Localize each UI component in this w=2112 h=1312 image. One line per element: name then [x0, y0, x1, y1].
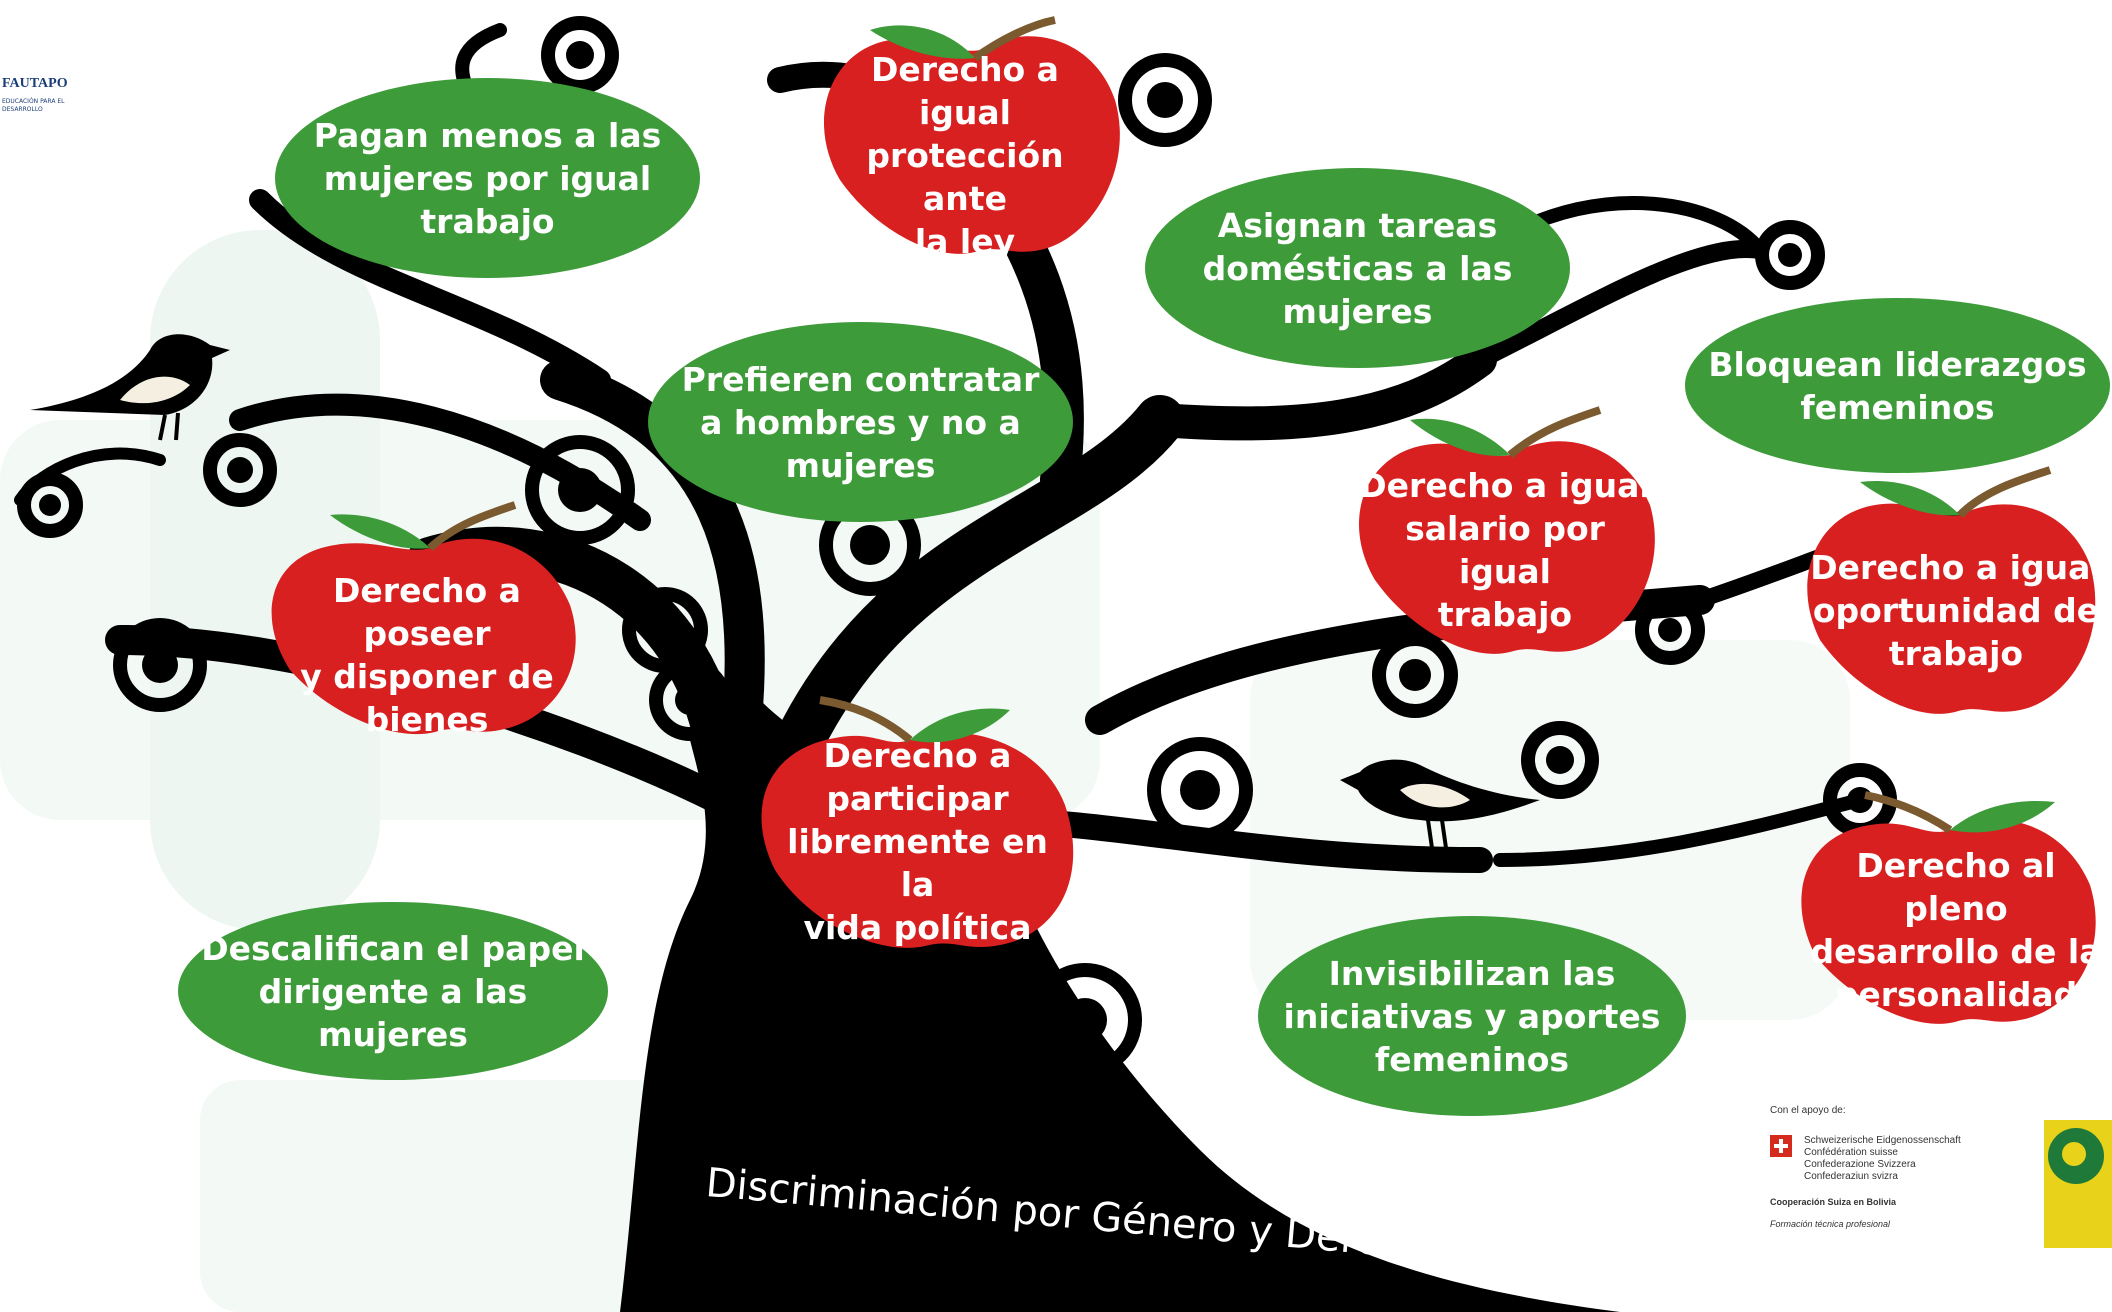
- text-line: a hombres y no a: [700, 402, 1021, 442]
- text-line: Pagan menos a las: [313, 115, 662, 155]
- apple-shape: [271, 501, 576, 735]
- text-line: dirigente a las mujeres: [258, 971, 528, 1054]
- bird-left-icon: [30, 334, 230, 441]
- text-line: Descalifican el papel: [201, 928, 585, 968]
- text-line: libremente en la: [787, 821, 1048, 904]
- text-line: trabajo: [1437, 595, 1573, 634]
- text-line: trabajo: [420, 201, 555, 241]
- swiss-line: Schweizerische Eidgenossenschaft: [1804, 1135, 1961, 1146]
- text-line: Asignan tareas: [1217, 205, 1498, 245]
- text-line: domésticas a las: [1202, 248, 1513, 288]
- swiss-line: Confederaziun svizra: [1804, 1171, 1898, 1182]
- fautapo-logo: [2044, 1120, 2112, 1248]
- swiss-line: Confederazione Svizzera: [1804, 1159, 1916, 1170]
- sponsor-intro: Con el apoyo de:: [1770, 1105, 1846, 1116]
- text-line: personalidad: [1834, 975, 2078, 1014]
- discrimination-text: Bloquean liderazgos femeninos: [1698, 343, 2096, 429]
- right-label: Derecho a participar libremente en la vi…: [755, 736, 1080, 947]
- swiss-flag-icon: [1770, 1135, 1792, 1157]
- text-line: Derecho a poseer: [333, 571, 521, 653]
- right-label: Derecho a poseer y disponer de bienes: [262, 571, 592, 739]
- apple-shape: [761, 696, 1074, 948]
- sponsor-agency: Cooperación Suiza en Bolivia: [1770, 1197, 1897, 1207]
- text-line: participar: [826, 778, 1009, 818]
- apple-shape: [1807, 466, 2096, 714]
- right-label: Derecho a igual protección ante la ley: [810, 50, 1120, 261]
- right-label: Derecho a igual oportunidad de trabajo: [1800, 535, 2112, 685]
- text-line: Derecho a igual: [1810, 547, 2102, 587]
- discrimination-text: Invisibilizan las iniciativas y aportes …: [1274, 952, 1671, 1081]
- text-line: Derecho al pleno: [1856, 846, 2056, 928]
- fautapo-name: FAUTAPO: [2, 76, 68, 91]
- discrimination-oval: Invisibilizan las iniciativas y aportes …: [1258, 916, 1686, 1116]
- text-line: Prefieren contratar: [681, 359, 1040, 399]
- text-line: femeninos: [1374, 1039, 1570, 1079]
- text-line: mujeres por igual: [323, 158, 652, 198]
- apple-shape: [1359, 406, 1655, 654]
- bird-right-icon: [1340, 759, 1540, 849]
- text-line: mujeres: [1282, 291, 1433, 331]
- fautapo-emblem-icon: [2048, 1128, 2104, 1184]
- sponsor-program: Formación técnica profesional: [1770, 1219, 1891, 1229]
- text-line: Derecho a igual: [1359, 466, 1651, 505]
- apple-shape: [824, 16, 1120, 254]
- text-line: desarrollo de la: [1810, 932, 2102, 971]
- text-line: mujeres: [785, 445, 936, 485]
- right-label: Derecho al pleno desarrollo de la person…: [1800, 846, 2112, 1014]
- discrimination-text: Asignan tareas domésticas a las mujeres: [1193, 204, 1523, 333]
- swiss-logo: Schweizerische Eidgenossenschaft Confédé…: [1770, 1135, 1970, 1183]
- discrimination-text: Prefieren contratar a hombres y no a muj…: [672, 358, 1050, 487]
- discrimination-oval: Descalifican el papel dirigente a las mu…: [178, 902, 608, 1080]
- discrimination-text: Pagan menos a las mujeres por igual trab…: [304, 114, 671, 243]
- text-line: protección ante: [866, 135, 1064, 218]
- discrimination-oval: Pagan menos a las mujeres por igual trab…: [275, 78, 700, 278]
- text-line: Bloquean liderazgos: [1708, 344, 2087, 384]
- text-line: la ley: [914, 221, 1016, 261]
- text-line: femeninos: [1800, 387, 1995, 427]
- right-label: Derecho a igual salario por igual trabaj…: [1345, 466, 1665, 634]
- text-line: iniciativas y aportes: [1283, 996, 1661, 1036]
- fautapo-tagline: EDUCACIÓN PARA EL DESARROLLO: [2, 98, 65, 113]
- text-line: salario por igual: [1405, 509, 1605, 591]
- discrimination-oval: Asignan tareas domésticas a las mujeres: [1145, 168, 1570, 368]
- sponsor-block: Con el apoyo de: Schweizerische Eidgenos…: [1770, 1105, 1970, 1229]
- text-line: Derecho a igual: [871, 49, 1059, 132]
- swiss-line: Confédération suisse: [1804, 1147, 1898, 1158]
- discrimination-oval: Prefieren contratar a hombres y no a muj…: [648, 322, 1073, 522]
- text-line: y disponer de: [300, 657, 554, 696]
- text-line: Derecho a: [823, 735, 1012, 775]
- text-line: oportunidad de: [1812, 590, 2100, 630]
- discrimination-text: Descalifican el papel dirigente a las mu…: [178, 927, 608, 1056]
- text-line: vida política: [803, 907, 1032, 947]
- text-line: Invisibilizan las: [1328, 953, 1616, 993]
- discrimination-oval: Bloquean liderazgos femeninos: [1685, 298, 2110, 473]
- text-line: bienes: [365, 700, 489, 739]
- apple-shape: [1801, 791, 2096, 1024]
- text-line: trabajo: [1888, 633, 2024, 673]
